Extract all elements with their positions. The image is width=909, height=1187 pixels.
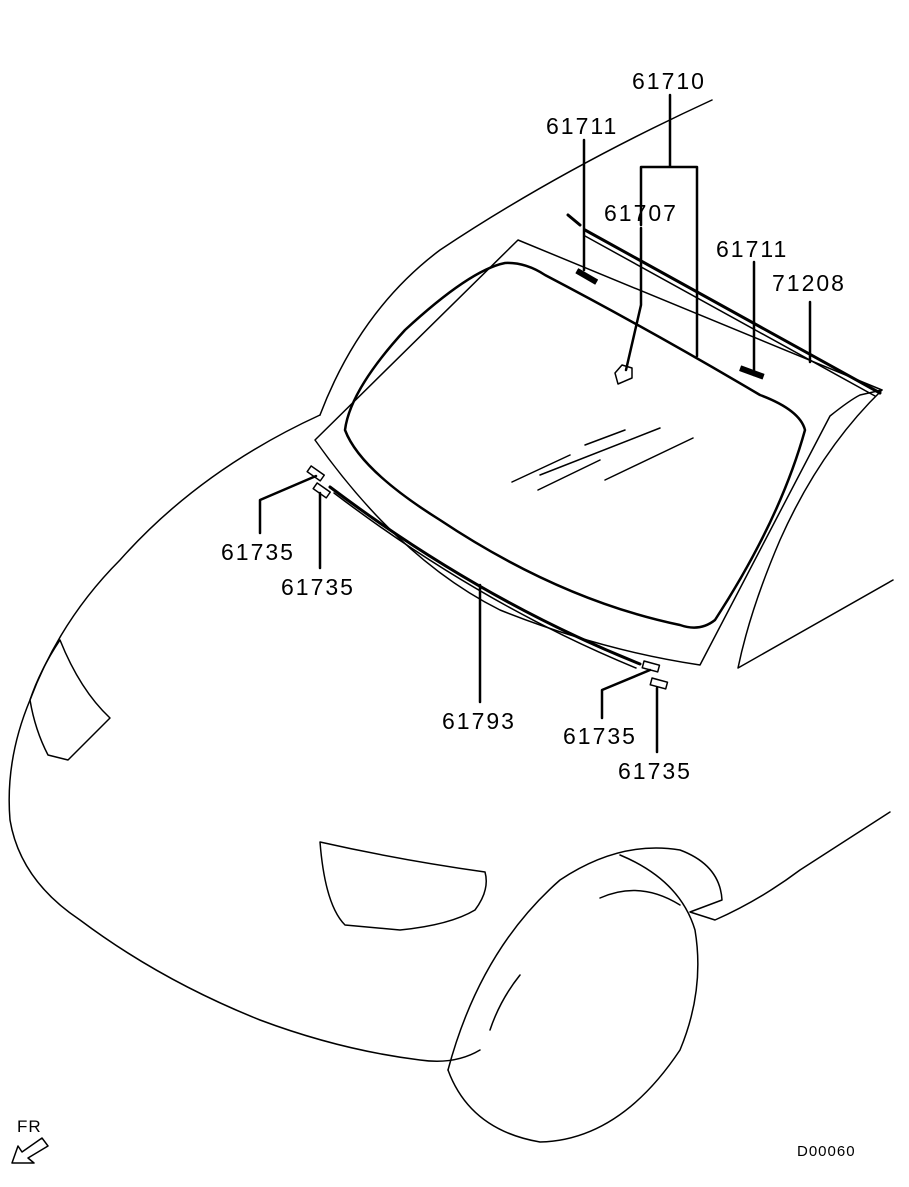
fog-lamp: [319, 841, 487, 931]
wheel-arch: [447, 811, 891, 1071]
part-label-61735-b: 61735: [281, 574, 355, 600]
upper-molding: [566, 213, 882, 395]
clip-61735-d: [649, 677, 669, 690]
part-label-61735-d: 61735: [618, 758, 692, 784]
part-label-61707: 61707: [604, 200, 678, 226]
headlamp: [29, 639, 111, 761]
tire: [447, 854, 699, 1143]
roof-outline: [319, 99, 713, 416]
windshield-glass: [343, 261, 807, 629]
part-label-61793: 61793: [442, 708, 516, 734]
leader-lines: [258, 93, 812, 754]
part-label-61710: 61710: [632, 68, 706, 94]
fastener-61711-left: [575, 268, 599, 285]
a-pillar: [737, 389, 894, 669]
sensor-61707: [614, 364, 633, 385]
figure-code: D00060: [797, 1143, 856, 1160]
clip-61735-b: [312, 482, 332, 499]
fastener-61711-right: [739, 365, 765, 380]
part-label-61735-c: 61735: [563, 723, 637, 749]
part-label-61711-right: 61711: [716, 236, 789, 262]
lower-molding: [328, 485, 642, 666]
front-arrow-icon: [11, 1137, 49, 1164]
part-label-61711-left: 61711: [546, 113, 619, 139]
part-label-61735-a: 61735: [221, 539, 295, 565]
orientation-label: FR: [17, 1117, 42, 1136]
glass-reflection: [511, 427, 694, 491]
part-label-71208: 71208: [772, 270, 846, 296]
hood-outline: [8, 414, 481, 1062]
